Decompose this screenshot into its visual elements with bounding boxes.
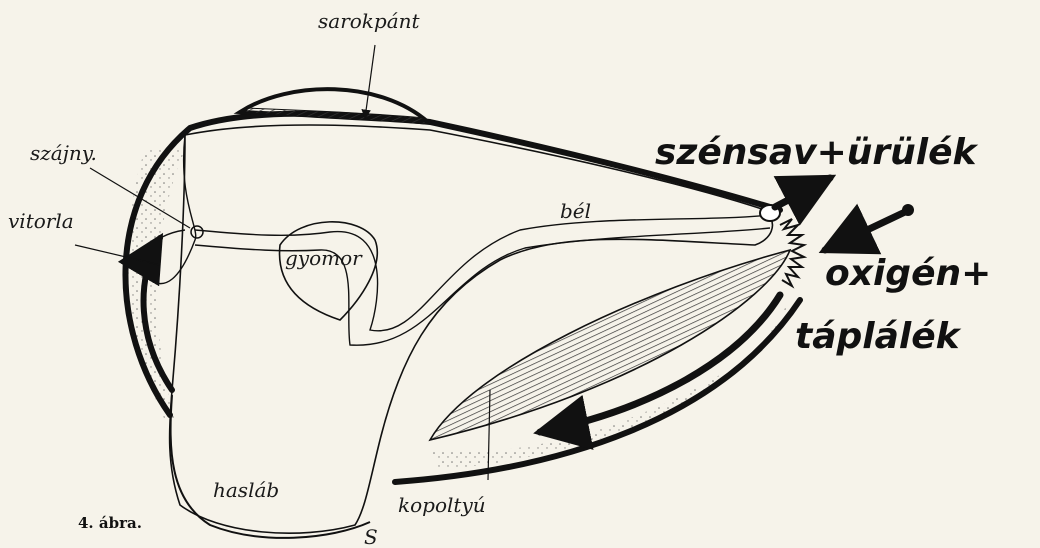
label-s-mark: S [364, 525, 378, 548]
label-taplalek: táplálék [795, 316, 962, 357]
label-haslab: hasláb [213, 478, 279, 502]
label-gyomor: gyomor [285, 246, 363, 270]
flow-in-arrow-tail [902, 204, 914, 216]
flow-in-arrow [825, 212, 905, 250]
label-sarokpant: sarokpánt [318, 9, 421, 33]
mantle-cavity-stipple [128, 150, 185, 420]
mouth-opening [191, 226, 203, 238]
flow-out-arrow [775, 178, 830, 207]
label-bel: bél [560, 199, 591, 223]
label-kopoltyu: kopoltyú [398, 493, 486, 517]
figure-caption: 4. ábra. [78, 514, 142, 532]
leader-sarokpant [365, 45, 375, 118]
label-oxigen: oxigén+ [825, 253, 991, 294]
label-szensav: szénsav+ürülék [655, 132, 979, 173]
label-szajny: szájny. [30, 141, 97, 165]
label-vitorla: vitorla [8, 209, 74, 233]
stomach [280, 222, 378, 320]
